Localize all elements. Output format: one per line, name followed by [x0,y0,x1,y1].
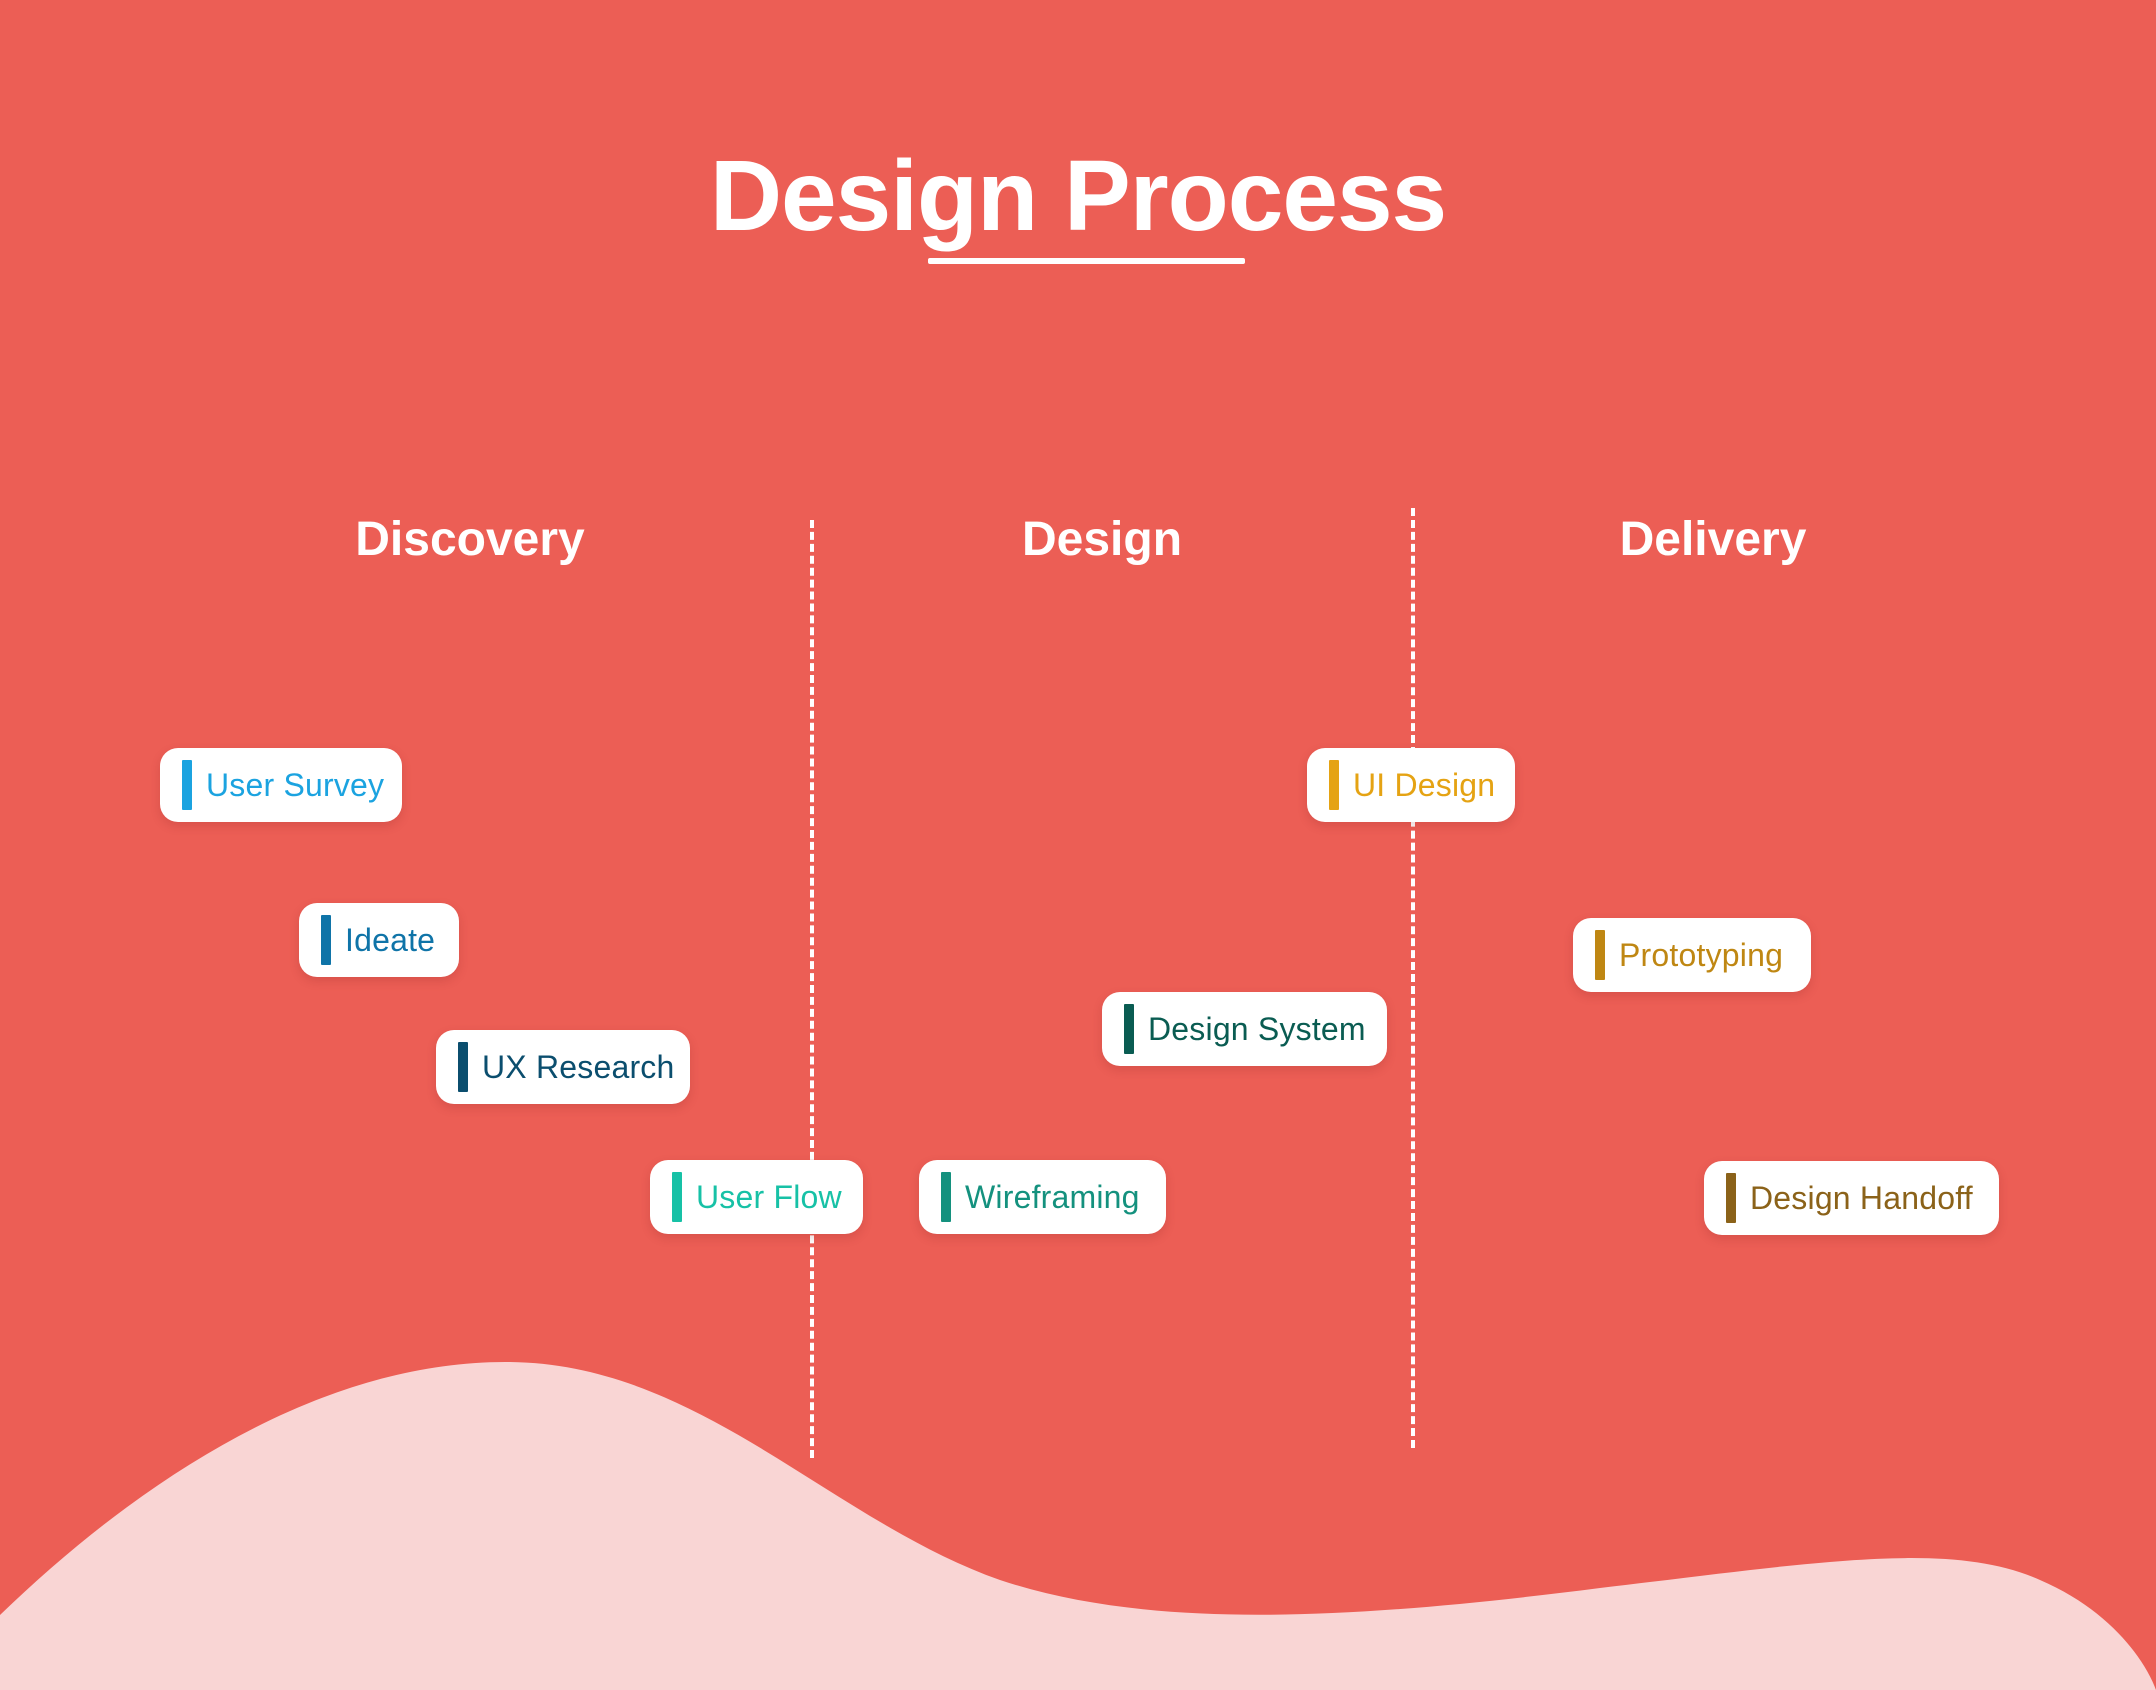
phase-divider-1 [810,520,814,1458]
step-label: Design System [1148,1010,1366,1047]
step-color-bar [321,915,331,965]
step-color-bar [1726,1173,1736,1223]
page-title: Design Process [709,140,1447,252]
step-color-bar [182,760,192,810]
step-label: UX Research [482,1048,675,1085]
step-card-design-system: Design System [1102,992,1387,1066]
step-color-bar [1124,1004,1134,1054]
step-card-ideate: Ideate [299,903,459,977]
phase-heading-design: Design [1021,513,1183,566]
step-color-bar [458,1042,468,1092]
phase-heading-delivery: Delivery [1619,513,1807,566]
step-label: UI Design [1353,766,1496,803]
title-underline [928,258,1245,264]
step-label: Design Handoff [1750,1179,1973,1216]
step-label: User Survey [206,766,385,803]
step-label: User Flow [696,1178,842,1215]
step-card-user-flow: User Flow [650,1160,863,1234]
step-color-bar [1595,930,1605,980]
step-card-design-handoff: Design Handoff [1704,1161,1999,1235]
step-card-prototyping: Prototyping [1573,918,1811,992]
step-card-ui-design: UI Design [1307,748,1515,822]
step-color-bar [941,1172,951,1222]
step-label: Wireframing [965,1178,1140,1215]
wave-shape [0,1361,2156,1690]
step-label: Prototyping [1619,936,1784,973]
step-color-bar [672,1172,682,1222]
step-label: Ideate [345,921,436,958]
step-card-user-survey: User Survey [160,748,402,822]
step-color-bar [1329,760,1339,810]
phase-heading-discovery: Discovery [355,513,585,566]
phase-divider-2 [1411,508,1415,1448]
step-card-ux-research: UX Research [436,1030,690,1104]
step-card-wireframing: Wireframing [919,1160,1166,1234]
